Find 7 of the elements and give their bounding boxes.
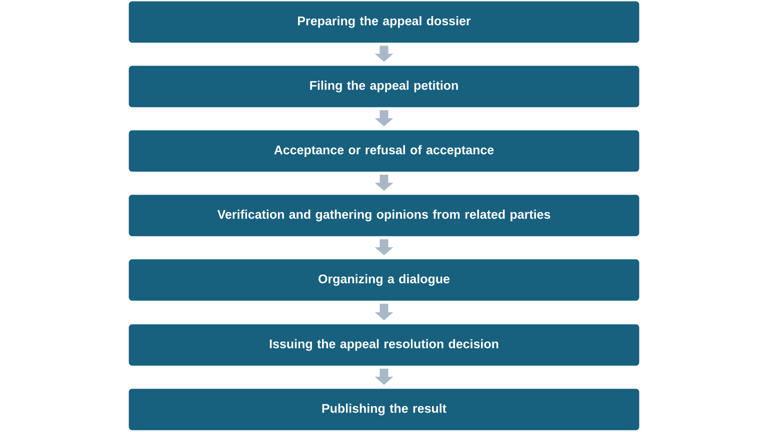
process-box: Verification and gathering opinions from related parties (128, 194, 640, 236)
process-box: Acceptance or refusal of acceptance (128, 130, 640, 172)
process-box: Issuing the appeal resolution decision (128, 324, 640, 366)
process-box: Organizing a dialogue (128, 259, 640, 301)
process-box: Filing the appeal petition (128, 66, 640, 108)
process-box: Publishing the result (128, 388, 640, 430)
process-box: Preparing the appeal dossier (128, 1, 640, 43)
